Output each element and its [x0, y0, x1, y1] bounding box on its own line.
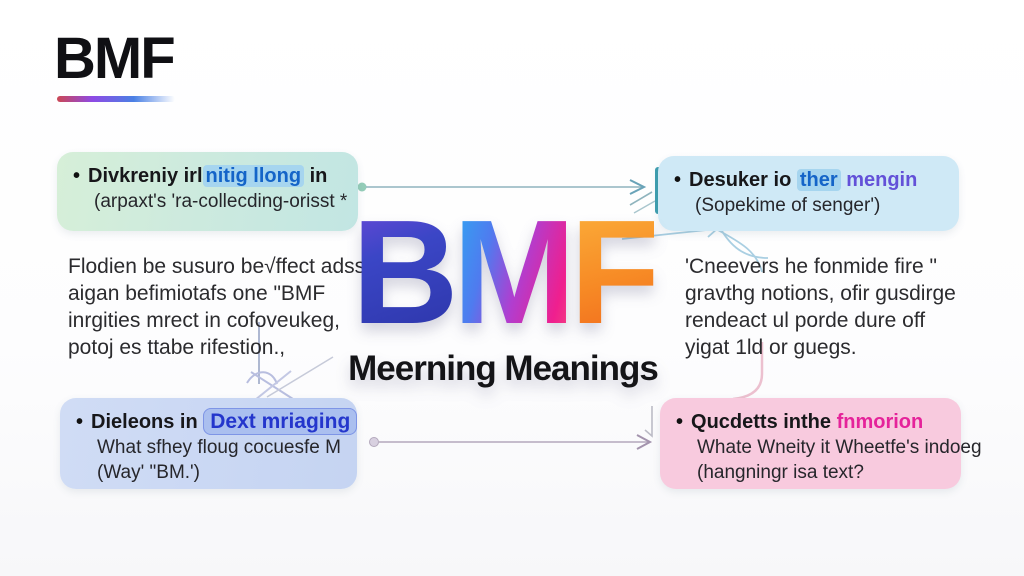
- title-text: Divkreniy irl: [88, 165, 203, 187]
- bullet-icon: •: [674, 169, 682, 191]
- bullet-icon: •: [676, 411, 684, 433]
- logo-gradient-underline: [57, 96, 175, 102]
- paragraph-line: potoj es ttabe rifestion.,: [68, 336, 286, 359]
- highlighted-chip: Dext mriaging: [203, 408, 358, 435]
- hero-word: BMF: [338, 190, 668, 355]
- card-bottom-left: • Dieleons in Dext mriaging What sfhey fl…: [60, 398, 358, 489]
- brand-logo: BMF: [54, 26, 176, 91]
- paragraph-line: aigan befimiotafs one "BMF: [68, 282, 326, 305]
- card-top-right-title: • Desuker io ther mengin: [674, 167, 943, 193]
- hero-letter-f: F: [569, 190, 660, 355]
- card-bottom-right: • Qucdetts inthe fnmorion Whate Wneity it…: [660, 398, 982, 489]
- card-bottom-right-title: • Qucdetts inthe fnmorion: [676, 409, 945, 435]
- accent-text: fnmorion: [836, 411, 924, 433]
- hero-letter-m: M: [452, 190, 576, 355]
- paragraph-right: 'Cneevers he fonmide fire " gravthg noti…: [685, 253, 956, 361]
- paragraph-left: Flodien be susuro be√ffect adss aigan be…: [68, 253, 365, 361]
- card-top-right: • Desuker io ther mengin (Sopekime of sen…: [658, 156, 959, 231]
- card-bottom-left-subtext2: (Way' "BM.'): [97, 462, 201, 483]
- title-text: Dieleons in: [91, 411, 204, 433]
- accent-text: mengin: [846, 169, 918, 191]
- paragraph-line: gravthg notions, ofir gusdirge: [685, 282, 956, 305]
- highlighted-text: ther: [796, 169, 841, 191]
- paragraph-line: Flodien be susuro be√ffect adss: [68, 255, 366, 278]
- paragraph-line: inrgities mrect in cofoveukeg,: [68, 309, 340, 332]
- bullet-icon: •: [73, 165, 81, 187]
- bottom-arrow-start-dot: [369, 437, 379, 447]
- title-text-suffix: in: [304, 165, 328, 187]
- title-text: Qucdetts inthe: [691, 411, 837, 433]
- bullet-icon: •: [76, 411, 84, 433]
- hero-subtitle: Meerning Meanings: [348, 349, 659, 388]
- card-top-left-subtext: (arpaxt's 'ra-collecding-orisst *: [94, 191, 348, 212]
- card-bottom-left-title: • Dieleons in Dext mriaging: [76, 408, 358, 435]
- hero-lockup: BMF Meerning Meanings: [338, 190, 668, 389]
- card-bottom-right-subtext2: (hangningr isa text?: [697, 462, 864, 483]
- card-bottom-right-subtext: Whate Wneity it Wheetfe's indoeg: [697, 437, 982, 458]
- title-text: Desuker io: [689, 169, 797, 191]
- faint-tick-bottom-right: [644, 406, 653, 438]
- paragraph-line: 'Cneevers he fonmide fire ": [685, 255, 937, 278]
- card-bottom-left-subtext: What sfhey floug cocuesfe M: [97, 437, 341, 458]
- card-top-right-subtext: (Sopekime of senger'): [695, 195, 881, 216]
- highlighted-text: nitig llong: [202, 165, 305, 187]
- paragraph-line: rendeact ul porde dure off: [685, 309, 926, 332]
- hero-letter-b: B: [351, 190, 459, 355]
- paragraph-line: yigat 1ld or guegs.: [685, 336, 857, 359]
